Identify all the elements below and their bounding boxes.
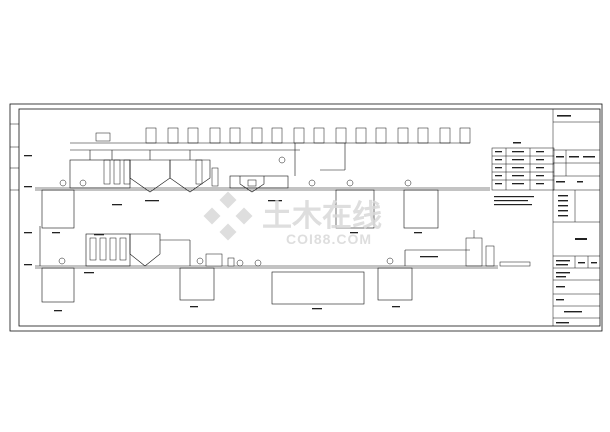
upper-process-line (35, 142, 490, 229)
annotation-marks (24, 155, 438, 312)
inner-border (18, 108, 601, 327)
title-block-text-marks (556, 115, 597, 324)
outer-border (9, 103, 603, 332)
legend-text-marks (494, 142, 544, 206)
legend-table (491, 147, 555, 191)
upper-dosing-tanks (95, 127, 471, 144)
lower-pumps (58, 253, 394, 267)
lower-filter-columns (89, 237, 127, 261)
upper-pumps (59, 156, 412, 187)
watermark-logo-icon (203, 191, 253, 241)
watermark-site-text: COI88.COM (286, 231, 372, 247)
upper-filter-columns (103, 159, 219, 187)
title-block (552, 109, 600, 326)
watermark: 土木在线 COI88.COM (203, 191, 382, 247)
binding-marks (10, 123, 19, 191)
lower-right-equipment (465, 230, 531, 267)
lower-process-line (35, 226, 498, 305)
watermark-cn-text: 土木在线 (262, 200, 382, 233)
